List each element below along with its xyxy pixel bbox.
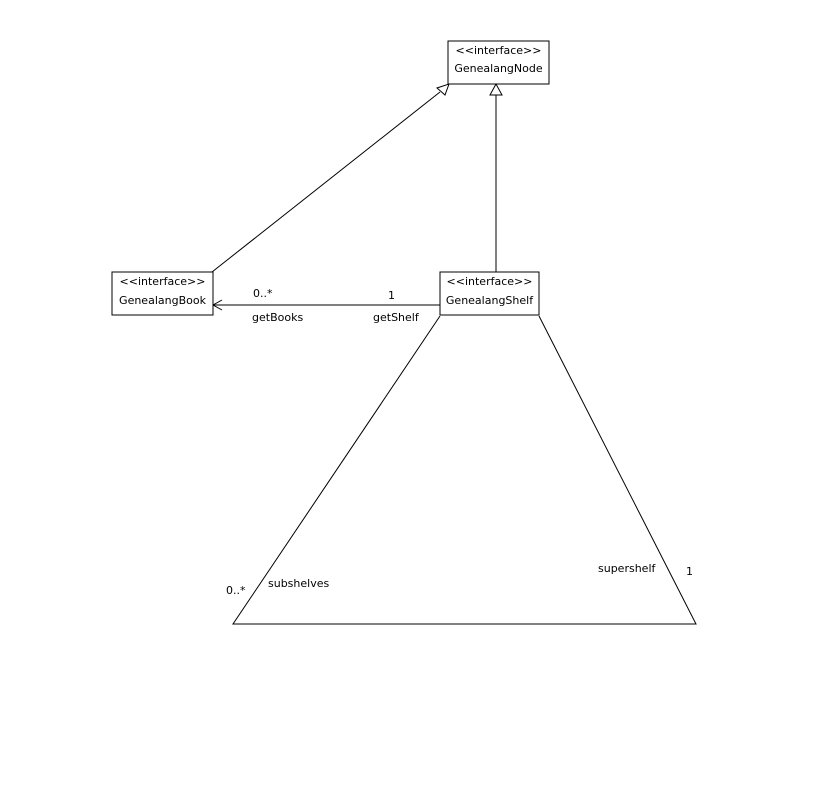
- book-to-node-generalization-line: [211, 91, 441, 273]
- genealang-shelf-name: GenealangShelf: [446, 294, 534, 307]
- genealang-book-name: GenealangBook: [119, 294, 207, 307]
- book-generalization-arrowhead: [436, 83, 450, 96]
- genealang-shelf-interface[interactable]: <<interface>> GenealangShelf: [439, 271, 540, 316]
- book-target-role: getBooks: [252, 311, 303, 324]
- supershelf-multiplicity: 1: [686, 565, 693, 578]
- genealang-book-box: [111, 271, 214, 316]
- subshelves-multiplicity: 0..*: [226, 584, 246, 597]
- genealang-book-stereotype: <<interface>>: [120, 275, 206, 288]
- book-source-multiplicity: 1: [388, 289, 395, 302]
- shelf-self-association-line: [232, 315, 697, 625]
- shelf-generalization-arrowhead: [489, 82, 503, 96]
- genealang-shelf-box: [439, 271, 540, 316]
- genealang-book-interface[interactable]: <<interface>> GenealangBook: [111, 271, 214, 316]
- book-source-role: getShelf: [373, 311, 420, 324]
- supershelf-role: supershelf: [598, 562, 657, 575]
- subshelves-role: subshelves: [268, 577, 329, 590]
- genealang-node-name: GenealangNode: [454, 62, 542, 75]
- genealang-node-interface[interactable]: <<interface>> GenealangNode: [447, 40, 550, 85]
- genealang-node-box: [447, 40, 550, 85]
- book-target-multiplicity: 0..*: [253, 287, 273, 300]
- genealang-shelf-stereotype: <<interface>>: [447, 275, 533, 288]
- genealang-node-stereotype: <<interface>>: [456, 44, 542, 57]
